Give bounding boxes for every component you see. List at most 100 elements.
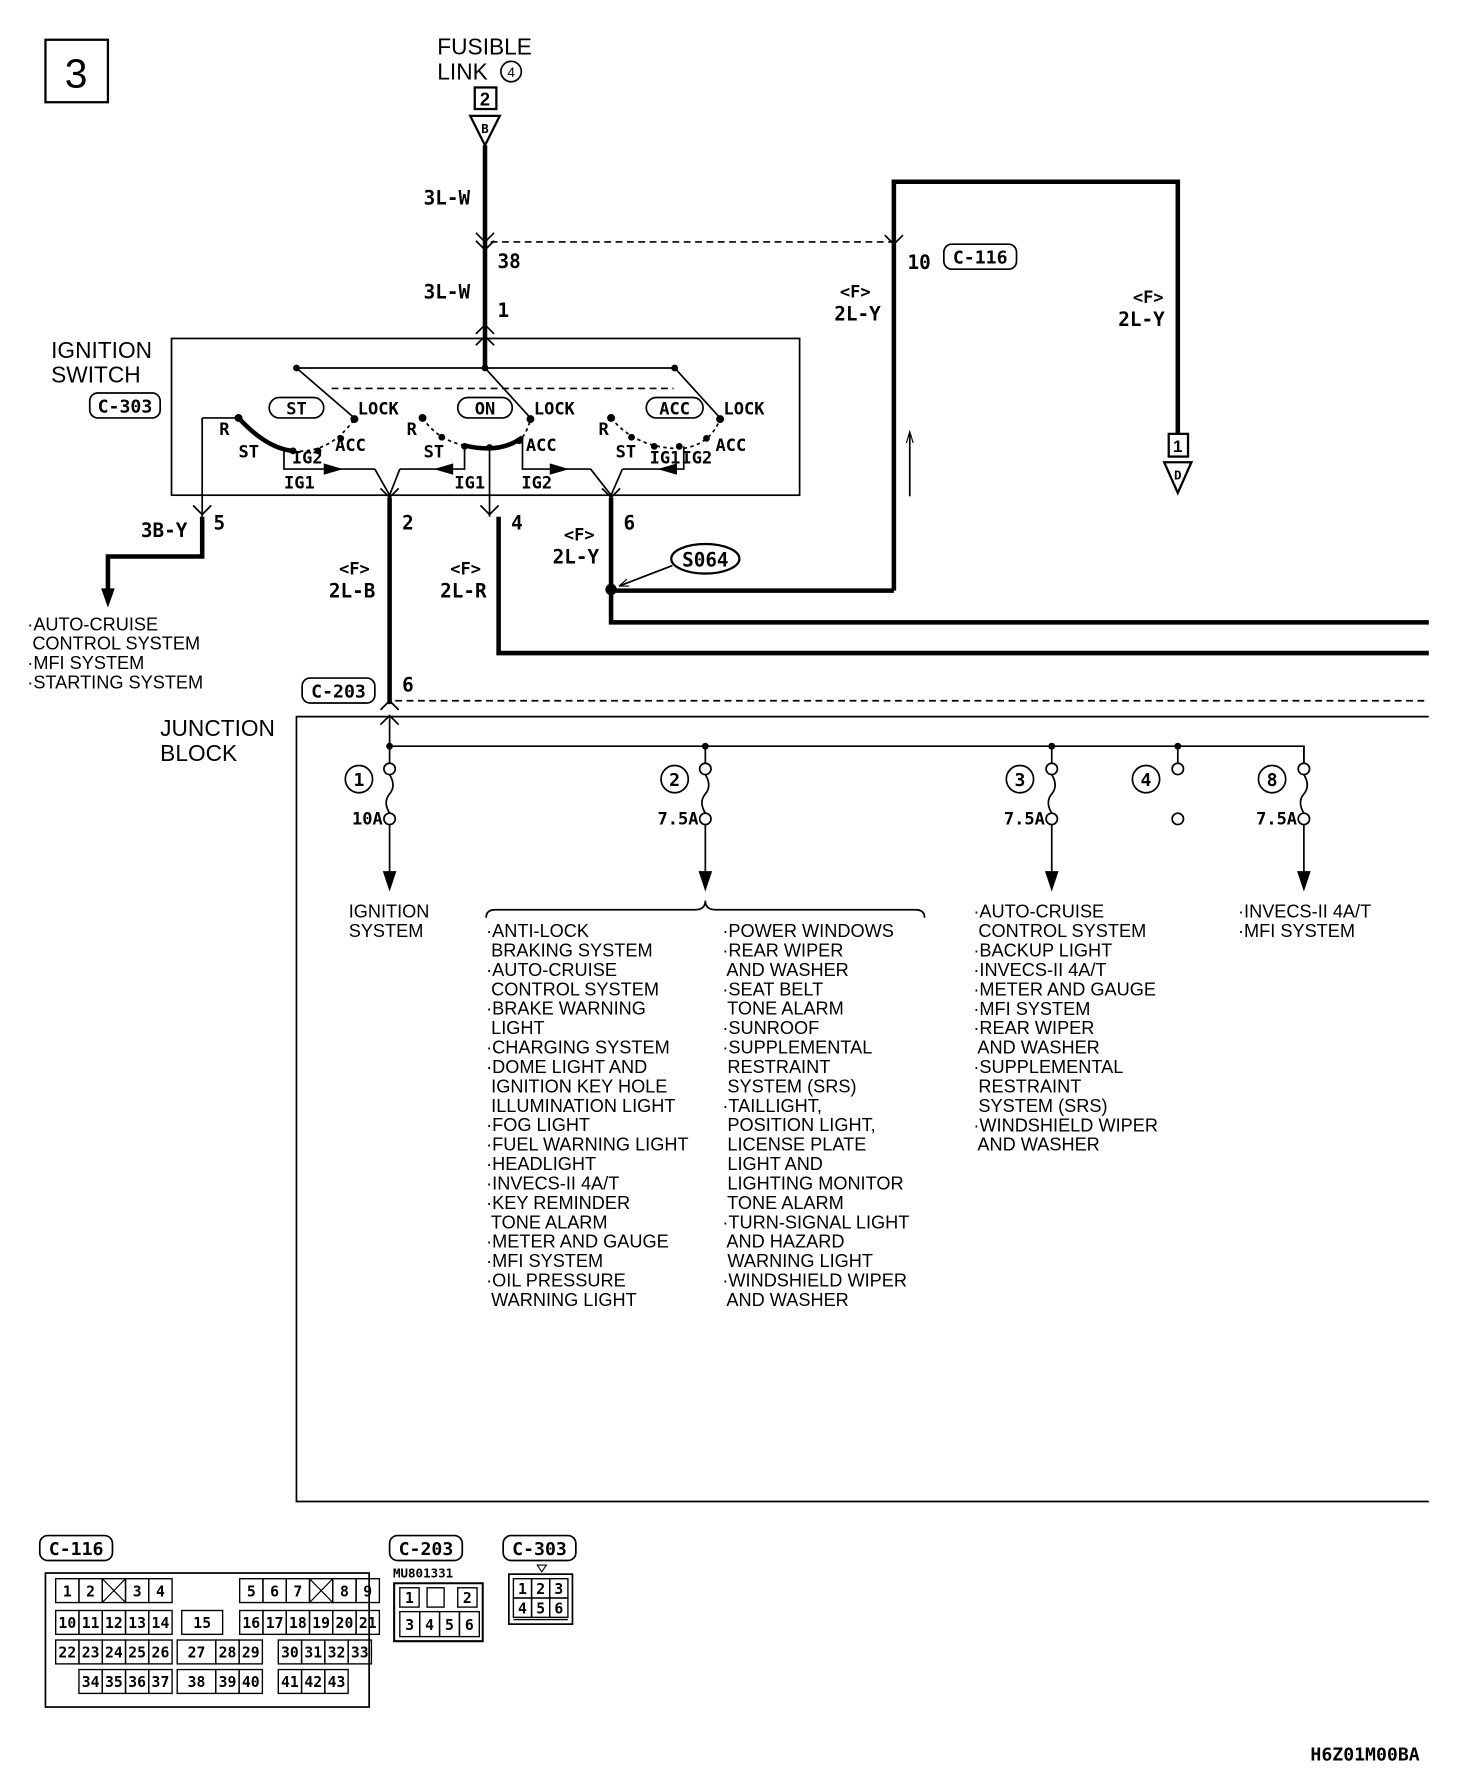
ignition-switch-label: IGNITION <box>51 337 152 363</box>
svg-text:18: 18 <box>289 1615 307 1632</box>
list-item: ·SEAT BELT <box>722 979 823 999</box>
svg-text:23: 23 <box>82 1645 100 1662</box>
ig1-lead-on <box>399 446 466 470</box>
lock-label: LOCK <box>358 400 400 420</box>
svg-text:20: 20 <box>336 1615 354 1632</box>
ig1-label: IG1 <box>284 473 315 493</box>
connector-letter-b: B <box>481 121 489 136</box>
connector-pin: 1 <box>55 1578 80 1604</box>
c116-badge <box>942 243 1018 271</box>
f-marker-pin4: <F> <box>450 560 481 580</box>
fuse-terminal <box>1171 812 1185 826</box>
connector-pin: 1 <box>512 1578 533 1599</box>
fusible-link-label-2: LINK <box>437 59 487 85</box>
list-item: ·ANTI-LOCK <box>486 921 589 941</box>
list-item: SYSTEM <box>349 921 424 941</box>
connector-triangle-b <box>468 114 502 148</box>
svg-text:37: 37 <box>152 1674 170 1691</box>
pin4-code: 2L-R <box>440 579 487 602</box>
f-marker-right: <F> <box>1133 288 1164 308</box>
merge-pin6 <box>589 468 624 497</box>
svg-text:38: 38 <box>188 1674 206 1691</box>
ig2-label: IG2 <box>521 473 552 493</box>
list-item: CONTROL SYSTEM <box>27 634 200 654</box>
list-item: ·FUEL WARNING LIGHT <box>486 1135 688 1155</box>
svg-text:7: 7 <box>293 1583 302 1600</box>
fusible-link-label: FUSIBLE <box>437 34 532 60</box>
pin6-wire <box>608 497 1429 625</box>
connector-pin: 24 <box>101 1639 127 1665</box>
svg-text:1: 1 <box>518 1581 527 1598</box>
c303-housing <box>507 1573 574 1625</box>
svg-text:9: 9 <box>363 1583 372 1600</box>
list-item: ILLUMINATION LIGHT <box>486 1096 675 1116</box>
connector-pin: 21 <box>355 1609 381 1636</box>
bus-dot <box>701 742 709 750</box>
list-item: ·OIL PRESSURE <box>486 1271 626 1291</box>
list-item: ·SUPPLEMENTAL <box>722 1038 872 1058</box>
connector-pin: 4 <box>512 1597 533 1618</box>
svg-text:28: 28 <box>219 1645 237 1662</box>
svg-text:32: 32 <box>328 1645 346 1662</box>
fuse-element <box>1047 774 1056 814</box>
connector-pin: 10 <box>55 1609 80 1636</box>
list-item: ·HEADLIGHT <box>486 1154 596 1174</box>
fuse-terminal <box>1045 762 1059 776</box>
connector-pin: 8 <box>332 1578 357 1604</box>
position-st-badge <box>268 396 325 419</box>
list-item: AND WASHER <box>973 1038 1099 1058</box>
connector-letter-d: D <box>1174 467 1182 482</box>
fuse-number-circle <box>1257 764 1287 794</box>
pin5-code: 3B-Y <box>141 519 188 542</box>
list-item: IGNITION KEY HOLE <box>486 1076 667 1096</box>
svg-text:31: 31 <box>304 1645 322 1662</box>
fuse-number-circle <box>1005 764 1035 794</box>
fuse-number: 3 <box>1014 770 1025 791</box>
fuse-number-circle <box>660 764 690 794</box>
connector-pin: 40 <box>238 1668 264 1695</box>
svg-text:15: 15 <box>193 1615 211 1632</box>
connector-pin: 2 <box>457 1587 478 1608</box>
connector-pin: 16 <box>238 1609 264 1636</box>
fuse-terminal <box>383 762 397 776</box>
pin2-code: 2L-B <box>329 579 375 602</box>
connector-chevron-1 <box>475 323 495 335</box>
fuse-4: 4 <box>1131 746 1185 826</box>
junction-block-label-2: BLOCK <box>160 740 237 766</box>
connector-pin <box>308 1578 334 1604</box>
connector-pin: 4 <box>148 1578 173 1604</box>
fusible-link: FUSIBLE LINK 4 2 B <box>437 34 532 148</box>
list-item: CONTROL SYSTEM <box>486 979 659 999</box>
r-label: R <box>219 420 230 440</box>
list-item: ·METER AND GAUGE <box>973 979 1156 999</box>
merge-pin2 <box>374 468 401 498</box>
list-item: TONE ALARM <box>486 1212 607 1232</box>
acc-label: ACC <box>716 436 747 456</box>
pin5-arrow <box>101 588 115 608</box>
right-terminal-box <box>1167 432 1190 458</box>
list-item: POSITION LIGHT, <box>722 1115 875 1135</box>
c303-badge <box>88 392 162 419</box>
svg-text:19: 19 <box>312 1615 330 1632</box>
list-item: SYSTEM (SRS) <box>722 1076 856 1096</box>
svg-text:3: 3 <box>133 1583 142 1600</box>
jb-bus <box>389 745 1305 764</box>
fusible-link-number-circle <box>500 60 523 83</box>
bus-dot <box>386 742 394 750</box>
connector-pin: 20 <box>332 1609 357 1636</box>
connector-pin: 28 <box>215 1639 240 1665</box>
fuse2-destinations-col1: ·ANTI-LOCK BRAKING SYSTEM·AUTO-CRUISE CO… <box>486 921 688 1310</box>
list-item: ·AUTO-CRUISE <box>486 960 617 980</box>
list-item: ·WINDSHIELD WIPER <box>722 1271 907 1291</box>
on-contact-arc-dotted-2 <box>521 418 532 438</box>
fusible-link-number: 4 <box>507 65 515 80</box>
on-contact-arc <box>462 435 524 451</box>
list-item: LIGHT AND <box>722 1154 823 1174</box>
fuse-output-arrow <box>382 871 397 892</box>
connector-pin: 14 <box>148 1609 173 1636</box>
